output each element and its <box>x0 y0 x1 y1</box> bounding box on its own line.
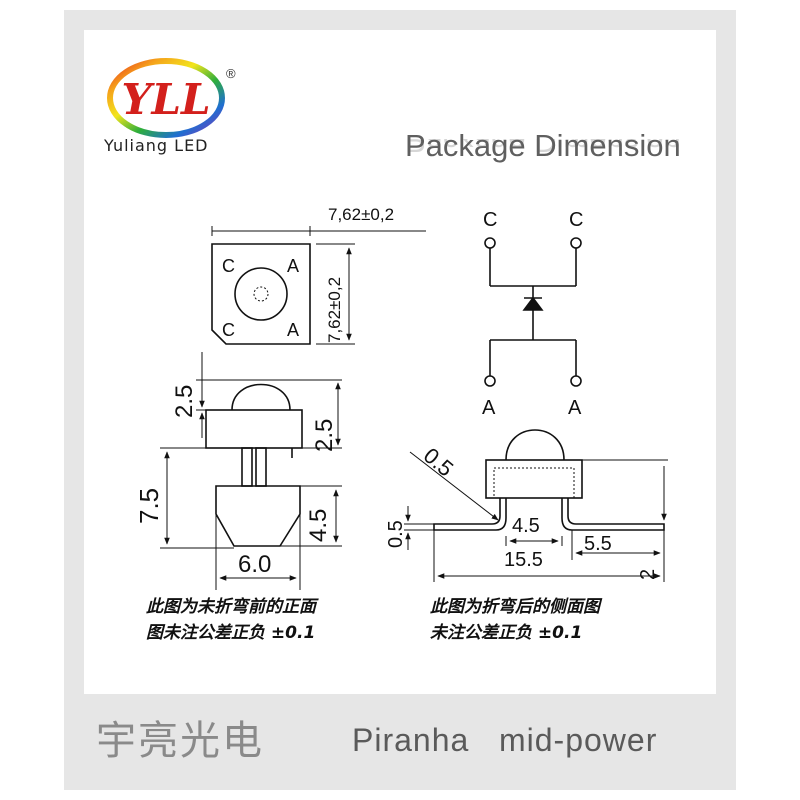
note-right-line-2: 未注公差正负 ±0.1 <box>430 623 583 643</box>
lead-taper <box>215 485 301 547</box>
dim-dome-label: 2.5 <box>171 385 198 418</box>
dim-base-label: 2.5 <box>311 419 338 452</box>
schematic-label-a2: A <box>568 397 582 419</box>
lead-right <box>255 447 267 487</box>
note-left: 此图为未折弯前的正面 图未注公差正负 ±0.1 <box>146 594 316 646</box>
schematic-label-c1: C <box>483 209 497 231</box>
note-right-line-1: 此图为折弯后的侧面图 <box>430 597 600 617</box>
dim-right-label: 2 <box>637 569 659 580</box>
page-title-reflection: Package Dimension <box>405 139 681 159</box>
dim-height-label: 7,62±0,2 <box>325 277 344 343</box>
footer-company-name: 宇亮光电 <box>96 718 264 764</box>
terminal-a2 <box>570 375 582 387</box>
terminal-c2 <box>570 237 582 249</box>
side-lead-right <box>561 498 665 531</box>
dim-thickness-label: 0.5 <box>385 520 407 548</box>
footer-product-name: Piranha mid-power <box>352 722 658 758</box>
dim-width-label: 7,62±0,2 <box>328 205 394 224</box>
side-dome <box>505 429 565 461</box>
note-left-line-2: 图未注公差正负 ±0.1 <box>146 623 316 643</box>
dim-angle-label: 0.5 <box>419 443 459 482</box>
chip-dot <box>253 286 269 302</box>
side-view <box>404 429 668 582</box>
side-body <box>485 459 583 499</box>
logo-ring <box>107 58 225 138</box>
package-outline <box>211 243 311 345</box>
note-left-line-1: 此图为未折弯前的正面 <box>146 597 316 617</box>
pin-label-bottom-right: A <box>287 320 299 340</box>
pin-label-top-right: A <box>287 256 299 276</box>
dim-foot-label: 5.5 <box>584 533 612 555</box>
logo-letters: YLL <box>121 75 210 124</box>
dim-inner-label: 4.5 <box>512 515 540 537</box>
dim-leg-label: 4.5 <box>305 509 332 542</box>
lead-left <box>241 447 253 487</box>
lens-circle <box>234 267 288 321</box>
dim-span-label: 6.0 <box>238 551 271 578</box>
dim-overall-label: 7.5 <box>134 488 164 524</box>
circuit-schematic <box>484 237 582 387</box>
schematic-label-a1: A <box>482 397 496 419</box>
terminal-a1 <box>484 375 496 387</box>
drawing-panel <box>84 30 716 694</box>
brand-name: Yuliang LED <box>104 136 209 155</box>
top-view <box>211 226 426 345</box>
schematic-label-c2: C <box>569 209 583 231</box>
dome <box>231 383 291 411</box>
front-view <box>160 352 342 590</box>
note-right: 此图为折弯后的侧面图 未注公差正负 ±0.1 <box>430 594 600 646</box>
diode-symbol <box>522 296 544 311</box>
dim-total-label: 15.5 <box>504 549 543 571</box>
side-lead-left <box>433 498 507 531</box>
pin-label-top-left: C <box>222 256 235 276</box>
terminal-c1 <box>484 237 496 249</box>
page-title: Package Dimension <box>405 128 681 163</box>
body-base <box>205 409 303 449</box>
yll-logo: YLL ® <box>107 58 236 138</box>
pin-label-bottom-left: C <box>222 320 235 340</box>
registered-mark: ® <box>226 66 236 81</box>
